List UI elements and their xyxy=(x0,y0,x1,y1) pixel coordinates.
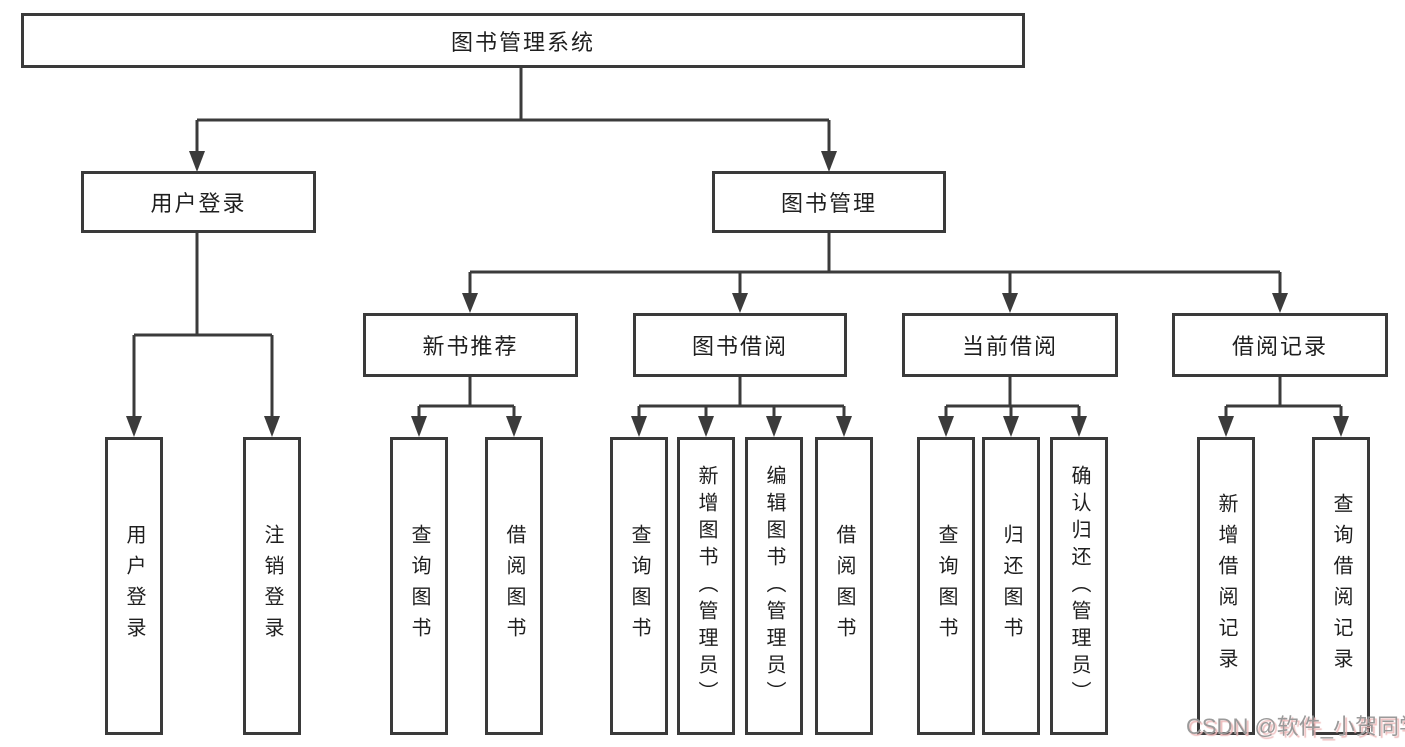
leaf-label: 查询借阅记录 xyxy=(1330,493,1352,679)
arrowhead-icon xyxy=(766,416,782,437)
arrowhead-icon xyxy=(264,416,280,437)
leaf-borrow-books: 借阅图书 xyxy=(815,437,873,735)
arrowhead-icon xyxy=(506,416,522,437)
leaf-label: 归还图书 xyxy=(1000,524,1022,648)
leaf-query-borrow-record: 查询借阅记录 xyxy=(1312,437,1370,735)
arrowhead-icon xyxy=(836,416,852,437)
connector-borrow-to-leaves xyxy=(631,377,852,437)
leaf-user-login: 用户登录 xyxy=(105,437,163,735)
leaf-edit-books-admin: 编辑图书（管理员） xyxy=(745,437,803,735)
leaf-label: 注销登录 xyxy=(261,524,283,648)
leaf-add-books-admin: 新增图书（管理员） xyxy=(677,437,735,735)
leaf-logout: 注销登录 xyxy=(243,437,301,735)
leaf-label: 借阅图书 xyxy=(503,524,525,648)
leaf-label: 查询图书 xyxy=(628,524,650,648)
node-book-borrowing: 图书借阅 xyxy=(633,313,847,377)
arrowhead-icon xyxy=(411,416,427,437)
connector-current-to-leaves xyxy=(938,377,1087,437)
leaf-add-borrow-record: 新增借阅记录 xyxy=(1197,437,1255,735)
arrowhead-icon xyxy=(698,416,714,437)
arrowhead-icon xyxy=(631,416,647,437)
node-book-management: 图书管理 xyxy=(712,171,946,233)
leaf-label: 查询图书 xyxy=(935,524,957,648)
arrowhead-icon xyxy=(1002,293,1018,313)
connector-login-to-leaves xyxy=(126,233,280,437)
connector-newbook-to-leaves xyxy=(411,377,522,437)
leaf-confirm-return-admin: 确认归还（管理员） xyxy=(1050,437,1108,735)
connector-mgmt-to-level3 xyxy=(462,233,1288,313)
arrowhead-icon xyxy=(1218,416,1234,437)
arrowhead-icon xyxy=(1003,416,1019,437)
connector-root-to-level2 xyxy=(189,68,837,172)
node-current-borrowing: 当前借阅 xyxy=(902,313,1118,377)
leaf-label: 确认归还（管理员） xyxy=(1068,464,1090,708)
node-library-system: 图书管理系统 xyxy=(21,13,1025,68)
arrowhead-icon xyxy=(1071,416,1087,437)
connector-records-to-leaves xyxy=(1218,377,1349,437)
leaf-label: 编辑图书（管理员） xyxy=(763,464,785,708)
leaf-borrow-books-recommend: 借阅图书 xyxy=(485,437,543,735)
leaf-query-books-current: 查询图书 xyxy=(917,437,975,735)
arrowhead-icon xyxy=(938,416,954,437)
node-new-book-recommend: 新书推荐 xyxy=(363,313,578,377)
leaf-label: 用户登录 xyxy=(123,524,145,648)
arrowhead-icon xyxy=(126,416,142,437)
leaf-label: 新增图书（管理员） xyxy=(695,464,717,708)
node-user-login: 用户登录 xyxy=(81,171,316,233)
leaf-return-books: 归还图书 xyxy=(982,437,1040,735)
arrowhead-icon xyxy=(821,151,837,172)
leaf-query-books-recommend: 查询图书 xyxy=(390,437,448,735)
arrowhead-icon xyxy=(732,293,748,313)
leaf-label: 借阅图书 xyxy=(833,524,855,648)
node-borrowing-records: 借阅记录 xyxy=(1172,313,1388,377)
arrowhead-icon xyxy=(1272,293,1288,313)
leaf-label: 查询图书 xyxy=(408,524,430,648)
leaf-query-books-borrow: 查询图书 xyxy=(610,437,668,735)
csdn-watermark: CSDN @软件_小贺同学 xyxy=(1186,714,1405,739)
arrowhead-icon xyxy=(1333,416,1349,437)
leaf-label: 新增借阅记录 xyxy=(1215,493,1237,679)
arrowhead-icon xyxy=(462,293,478,313)
arrowhead-icon xyxy=(189,151,205,172)
